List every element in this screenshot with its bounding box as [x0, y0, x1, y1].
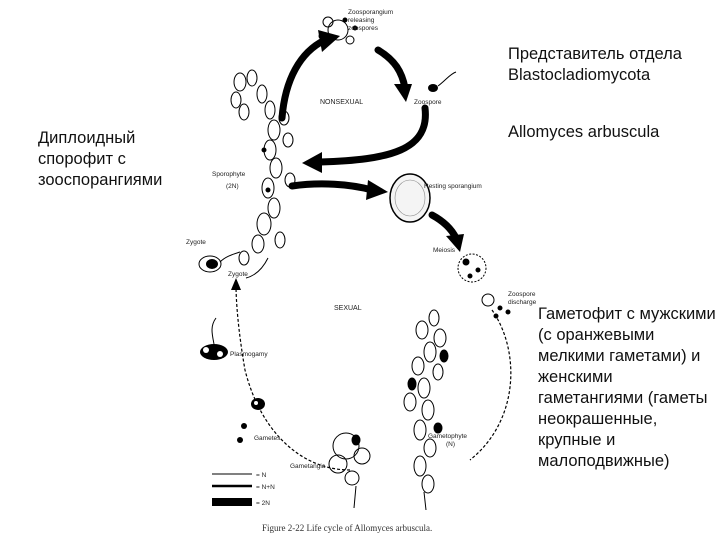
label-gametophyte-2: (N) — [446, 441, 455, 448]
arrow-to-resting-sporangium — [288, 180, 376, 194]
zygote-figure — [198, 251, 241, 273]
arrowhead-to-sporophyte — [302, 152, 322, 173]
zoospore-discharge-figure — [481, 293, 511, 319]
label-gametophyte-1: Gametophyte — [428, 433, 467, 440]
resting-sporangium-figure — [389, 173, 431, 223]
label-sexual: SEXUAL — [334, 305, 362, 312]
label-gametes: Gametes — [254, 435, 281, 442]
arrow-to-meiosis — [428, 211, 460, 242]
arrow-to-zoospore — [374, 46, 409, 92]
zoosporangium-figure — [318, 16, 358, 45]
gametophyte-figure — [403, 309, 449, 511]
legend-label-n: = N — [256, 472, 267, 479]
zoospore-figure — [428, 71, 457, 92]
label-zoosporangium-2: releasing — [348, 17, 375, 24]
gametangia-figure — [328, 432, 371, 509]
label-plasmogamy: Plasmogamy — [230, 351, 268, 358]
arrowhead-to-meiosis — [446, 234, 464, 252]
arrowhead-to-zygote — [231, 278, 241, 290]
caption-gametophyte: Гаметофит с мужскими (с оранжевыми мелки… — [538, 305, 716, 470]
arrowhead-to-zoospore — [394, 84, 412, 102]
label-zoosporangium-3: zoospores — [348, 25, 379, 32]
label-nonsexual: NONSEXUAL — [320, 99, 363, 106]
arrow-to-sporophyte — [316, 104, 429, 166]
label-zoosporangium-1: Zoosporangium — [348, 9, 393, 16]
meiosis-figure — [457, 253, 487, 283]
arrow-to-zoosporangium — [278, 36, 329, 122]
label-meiosis: Meiosis — [433, 247, 456, 254]
label-zoospore-discharge-1: Zoospore — [508, 291, 536, 298]
label-resting-sporangium: Resting sporangium — [424, 183, 482, 190]
label-zygote-lower: Zygote — [228, 271, 248, 278]
label-zoospore: Zoospore — [414, 99, 442, 106]
legend-label-2n: = 2N — [256, 500, 270, 507]
sporophyte-figure — [230, 69, 296, 279]
figure-caption: Figure 2-22 Life cycle of Allomyces arbu… — [262, 523, 432, 533]
label-zygote-upper: Zygote — [186, 239, 206, 246]
label-gametangia: Gametangia — [290, 463, 326, 470]
plasmogamy-figure — [200, 317, 228, 360]
arrowhead-to-resting-sporangium — [366, 180, 388, 200]
label-sporophyte-2: (2N) — [226, 183, 239, 190]
label-sporophyte-1: Sporophyte — [212, 171, 246, 178]
gametes-figure — [237, 398, 265, 443]
sexual-cycle-loop — [235, 284, 512, 471]
caption-sporophyte: Диплоидный спорофит с зооспорангиями — [38, 129, 163, 189]
label-zoospore-discharge-2: discharge — [508, 299, 537, 306]
caption-title: Представитель отдела Blastocladiomycota — [508, 45, 682, 84]
legend-label-n-n: = N+N — [256, 484, 275, 491]
caption-species: Allomyces arbuscula — [508, 123, 660, 141]
